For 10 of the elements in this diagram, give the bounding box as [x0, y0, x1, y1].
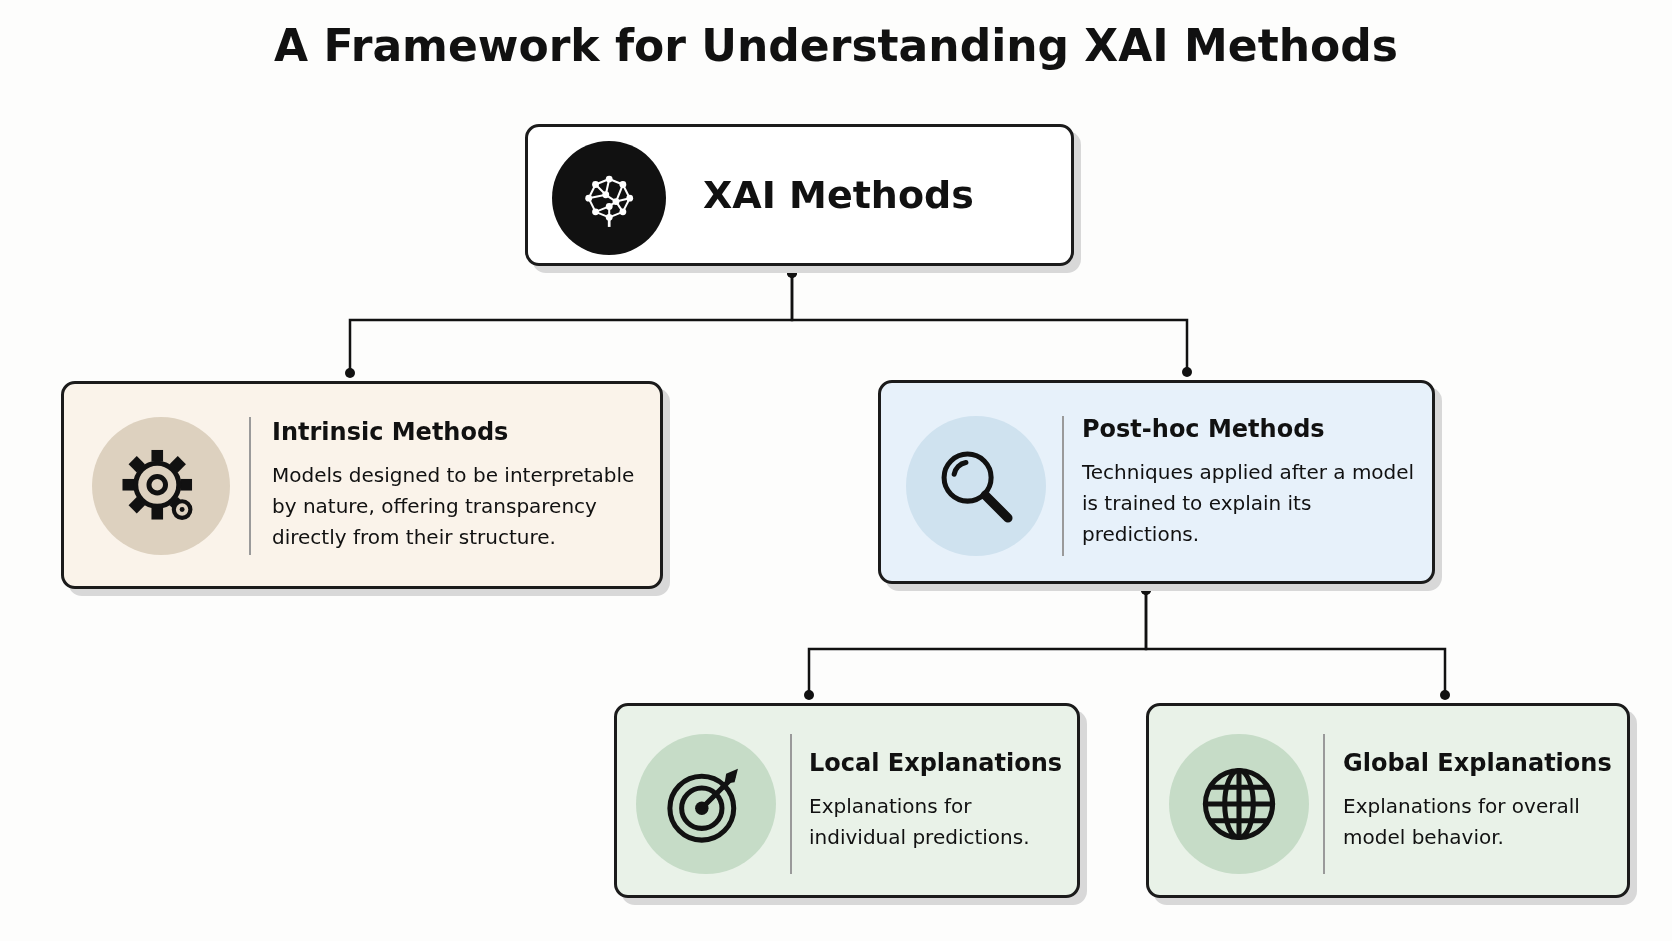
node-heading: Global Explanations [1343, 748, 1613, 777]
node-description: Explanations for individual predictions. [809, 792, 1031, 851]
node-description: Explanations for overall model behavior. [1343, 792, 1581, 851]
diagram-title: A Framework for Understanding XAI Methods [273, 20, 1399, 71]
node-heading: Intrinsic Methods [272, 417, 510, 446]
node-heading: Local Explanations [809, 748, 1063, 777]
node-heading: Post-hoc Methods [1082, 414, 1326, 443]
node-description: Techniques applied after a model is trained to explain its predictions. [1082, 458, 1416, 548]
node-description: Models designed to be interpretable by nature, offering transparency directly from their structure. [272, 461, 636, 551]
node-title: XAI Methods [703, 173, 975, 217]
